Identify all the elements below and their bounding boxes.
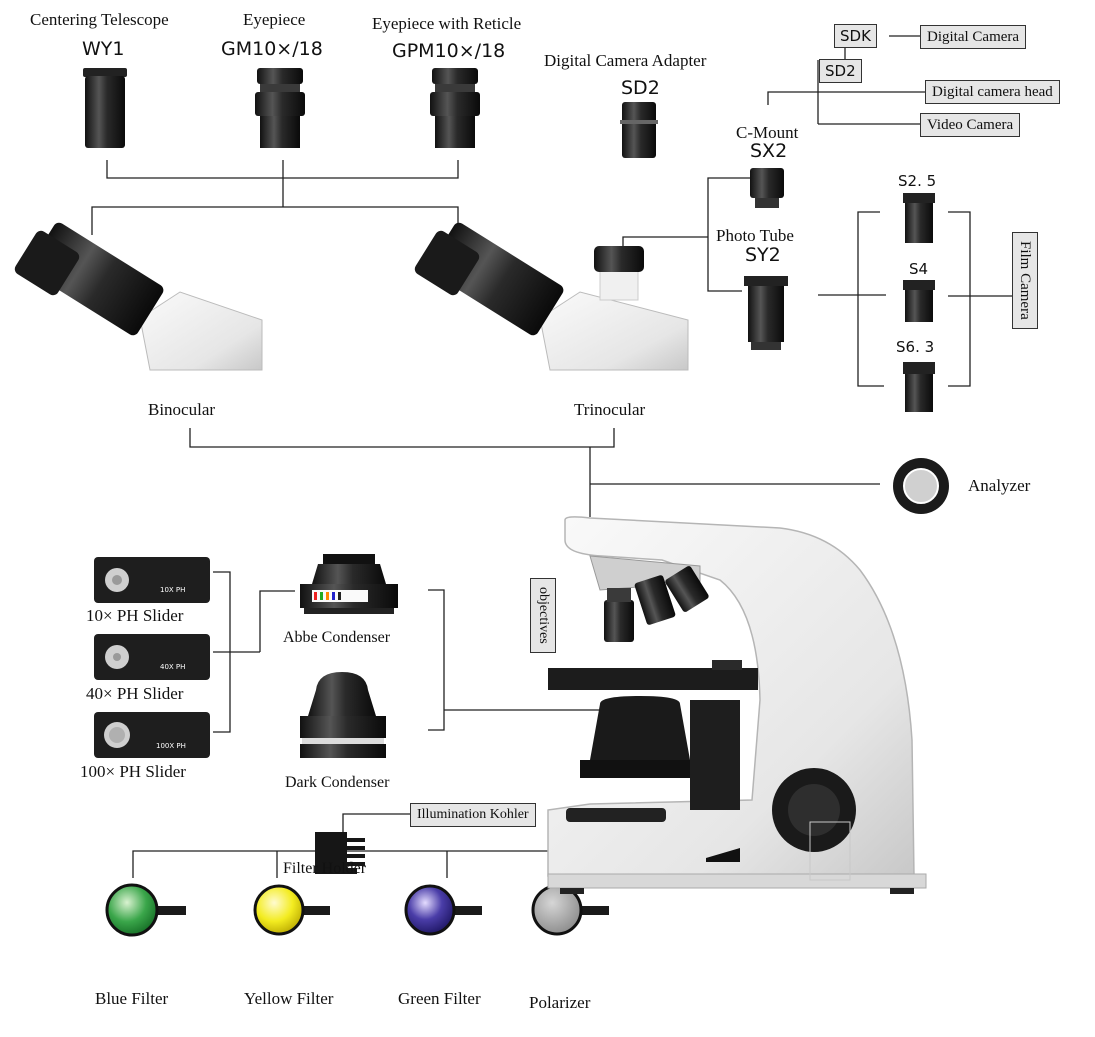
blue-filter-image	[105, 883, 186, 937]
adapter-s4-label: S4	[909, 260, 929, 278]
camera-adapter-image	[620, 102, 658, 158]
digital-camera-box: Digital Camera	[920, 25, 1027, 49]
c-mount-code: SX2	[750, 140, 788, 162]
centering-telescope-code: WY1	[82, 38, 125, 60]
green-filter-label: Green Filter	[398, 989, 481, 1008]
yellow-filter-image	[253, 884, 330, 936]
microscope-stand-image	[547, 516, 927, 894]
abbe-condenser-image	[300, 554, 398, 614]
blue-filter-label: Blue Filter	[95, 989, 169, 1008]
photo-tube-code: SY2	[745, 244, 781, 266]
slider-100x-mark: 100X PH	[156, 742, 186, 750]
analyzer-image	[893, 458, 949, 514]
slider-10x-mark: 10X PH	[160, 586, 185, 594]
green-filter-image	[404, 884, 482, 936]
yellow-filter-label: Yellow Filter	[244, 989, 334, 1008]
filter-holder-label: Filter Holder	[283, 860, 367, 877]
adapter-s25-label: S2. 5	[898, 172, 937, 190]
slider-100x-label: 100× PH Slider	[80, 762, 186, 781]
centering-telescope-title: Centering Telescope	[30, 10, 169, 29]
eyepiece-reticle-title: Eyepiece with Reticle	[372, 14, 522, 33]
eyepiece-reticle-image	[430, 68, 480, 148]
film-camera-box: Film Camera	[1012, 232, 1038, 329]
slider-40x-image: 40X PH	[94, 634, 210, 680]
c-mount-title: C-Mount	[736, 123, 799, 142]
photo-tube-image	[744, 276, 788, 350]
binocular-head-image	[14, 222, 263, 371]
slider-40x-label: 40× PH Slider	[86, 684, 184, 703]
adapter-s25-image	[903, 193, 935, 243]
trinocular-label: Trinocular	[574, 400, 646, 419]
slider-10x-label: 10× PH Slider	[86, 606, 184, 625]
centering-telescope-image	[83, 68, 127, 148]
slider-40x-mark: 40X PH	[160, 663, 185, 671]
eyepiece-title: Eyepiece	[243, 10, 306, 29]
objectives-box: objectives	[530, 578, 556, 653]
camera-adapter-code: SD2	[621, 77, 660, 99]
binocular-label: Binocular	[148, 400, 216, 419]
abbe-condenser-label: Abbe Condenser	[283, 629, 391, 646]
eyepiece-image	[255, 68, 305, 148]
dark-condenser-image	[300, 672, 386, 758]
dark-condenser-label: Dark Condenser	[285, 774, 390, 791]
eyepiece-reticle-code: GPM10×/18	[392, 40, 506, 62]
video-camera-box: Video Camera	[920, 113, 1021, 137]
filter-holder-image	[315, 832, 365, 874]
illumination-kohler-box: Illumination Kohler	[410, 803, 536, 827]
slider-10x-image: 10X PH	[94, 557, 210, 603]
polarizer-label: Polarizer	[529, 993, 591, 1012]
trinocular-head-image	[414, 222, 689, 371]
analyzer-label: Analyzer	[968, 476, 1031, 495]
adapter-s63-label: S6. 3	[896, 338, 935, 356]
photo-tube-title: Photo Tube	[716, 226, 794, 245]
digital-camera-head-box: Digital camera head	[925, 80, 1060, 104]
eyepiece-code: GM10×/18	[221, 38, 323, 60]
camera-adapter-title: Digital Camera Adapter	[544, 51, 707, 70]
sdk-box: SDK	[834, 24, 877, 48]
sd2-box: SD2	[819, 59, 862, 83]
adapter-s4-image	[903, 280, 935, 322]
c-mount-image	[750, 168, 784, 208]
slider-100x-image: 100X PH	[94, 712, 210, 758]
adapter-s63-image	[903, 362, 935, 412]
